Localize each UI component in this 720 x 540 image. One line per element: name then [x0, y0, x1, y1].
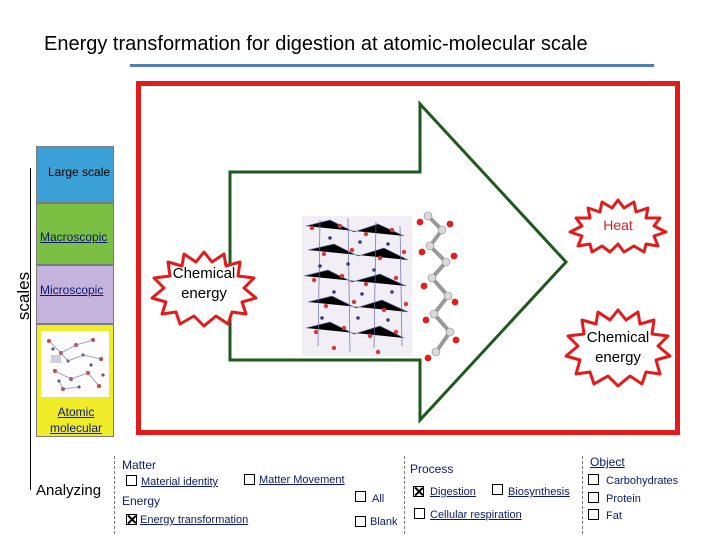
energy-transformation-checkbox[interactable] [126, 514, 137, 525]
energy-header: Energy [122, 494, 161, 508]
heat-label: Heat [603, 217, 633, 233]
fat-checkbox[interactable] [588, 509, 599, 520]
output-energy-starburst-shape [564, 308, 672, 388]
blank-checkbox[interactable] [355, 516, 366, 527]
slide-title: Energy transformation for digestion at a… [44, 33, 588, 55]
object-divider [582, 456, 583, 534]
molecule-thumbnail-image [47, 338, 105, 391]
scales-axis-line [30, 168, 31, 490]
macroscopic-block[interactable]: Macroscopic [36, 203, 114, 265]
biosynthesis-checkbox[interactable] [492, 484, 503, 495]
energy-transformation-option[interactable]: Energy transformation [140, 514, 249, 526]
starch-lattice [302, 216, 412, 356]
matter-movement-option[interactable]: Matter Movement [259, 474, 345, 486]
process-header: Process [410, 462, 454, 476]
microscopic-block[interactable]: Microscopic [36, 265, 114, 324]
protein-checkbox[interactable] [588, 492, 599, 503]
heat-starburst [568, 198, 668, 254]
input-energy-starburst-shape [150, 250, 258, 328]
object-header: Object [590, 455, 625, 469]
molecule-thumbnail [41, 331, 109, 397]
process-divider [404, 456, 405, 534]
biosynthesis-option[interactable]: Biosynthesis [508, 486, 570, 498]
input-energy-label: Chemical energy [172, 265, 236, 302]
analyzing-divider [114, 456, 115, 534]
microscopic-label[interactable]: Microscopic [40, 283, 104, 297]
atomic-molecular-label[interactable]: Atomic molecular [49, 405, 103, 435]
matter-header: Matter [122, 458, 157, 472]
material-identity-checkbox[interactable] [126, 475, 137, 486]
large-scale-label: Large scale [48, 165, 111, 179]
material-identity-option[interactable]: Material identity [141, 476, 219, 488]
all-checkbox[interactable] [355, 491, 366, 502]
carbohydrates-checkbox[interactable] [588, 474, 599, 485]
digestion-checkbox[interactable] [413, 486, 424, 497]
glucose-chain [416, 211, 460, 362]
output-energy-starburst [564, 308, 672, 388]
output-energy-label: Chemical energy [586, 329, 650, 366]
atomic-molecular-block[interactable]: Atomic molecular [36, 324, 114, 437]
analyzing-label: Analyzing [36, 482, 102, 499]
blank-option[interactable]: Blank [370, 516, 398, 528]
title-underline [130, 64, 654, 67]
cellular-respiration-checkbox[interactable] [414, 508, 425, 519]
diagram-frame [136, 81, 680, 435]
macroscopic-label[interactable]: Macroscopic [40, 230, 108, 244]
carbohydrates-option[interactable]: Carbohydrates [606, 475, 679, 487]
fat-option[interactable]: Fat [606, 510, 622, 522]
molecule-illustration [302, 211, 460, 362]
protein-option[interactable]: Protein [606, 493, 641, 505]
heat-starburst-shape [568, 198, 668, 254]
cellular-respiration-option[interactable]: Cellular respiration [430, 509, 522, 521]
large-scale-block[interactable]: Large scale [36, 146, 114, 203]
matter-movement-checkbox[interactable] [244, 474, 255, 485]
scales-axis-label: scales [14, 271, 33, 321]
all-option[interactable]: All [372, 493, 385, 505]
digestion-option[interactable]: Digestion [430, 486, 476, 498]
input-energy-starburst [150, 250, 258, 328]
